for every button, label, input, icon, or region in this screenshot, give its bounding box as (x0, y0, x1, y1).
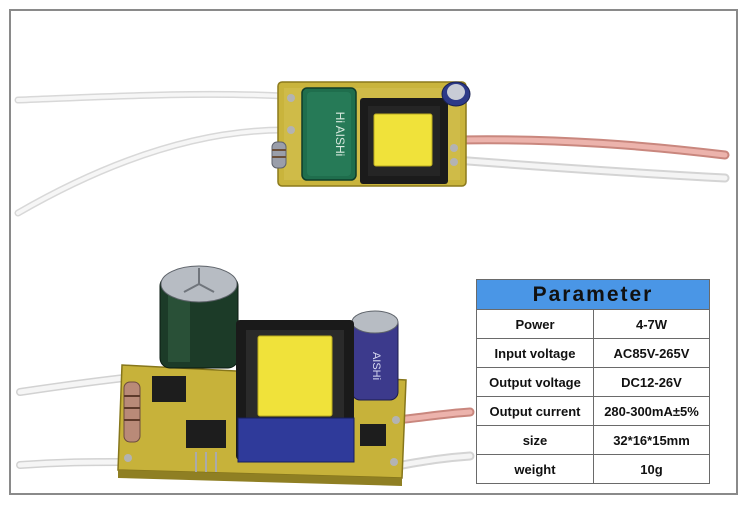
param-label-power: Power (476, 309, 594, 339)
table-row: Power 4-7W (476, 309, 710, 339)
inductor-brand-text: Hi AISHi (333, 112, 347, 157)
param-value-input-voltage: AC85V-265V (593, 338, 710, 368)
param-value-weight: 10g (593, 454, 710, 484)
parameter-table-title: Parameter (476, 279, 710, 310)
table-row: Input voltage AC85V-265V (476, 338, 710, 368)
parameter-table-header-row: Parameter (476, 279, 710, 310)
param-value-output-current: 280-300mA±5% (593, 396, 710, 426)
param-label-output-voltage: Output voltage (476, 367, 594, 397)
param-value-power: 4-7W (593, 309, 710, 339)
param-value-output-voltage: DC12-26V (593, 367, 710, 397)
table-row: Output voltage DC12-26V (476, 367, 710, 397)
parameter-table: Parameter Power 4-7W Input voltage AC85V… (476, 279, 710, 484)
driver-top-view: Hi AISHi (14, 81, 730, 217)
param-value-size: 32*16*15mm (593, 425, 710, 455)
table-row: weight 10g (476, 454, 710, 484)
capacitor-brand-text: AISHi (370, 352, 382, 380)
param-label-input-voltage: Input voltage (476, 338, 594, 368)
table-row: size 32*16*15mm (476, 425, 710, 455)
driver-side-view: AISHi (16, 265, 475, 486)
param-label-output-current: Output current (476, 396, 594, 426)
param-label-size: size (476, 425, 594, 455)
table-row: Output current 280-300mA±5% (476, 396, 710, 426)
param-label-weight: weight (476, 454, 594, 484)
